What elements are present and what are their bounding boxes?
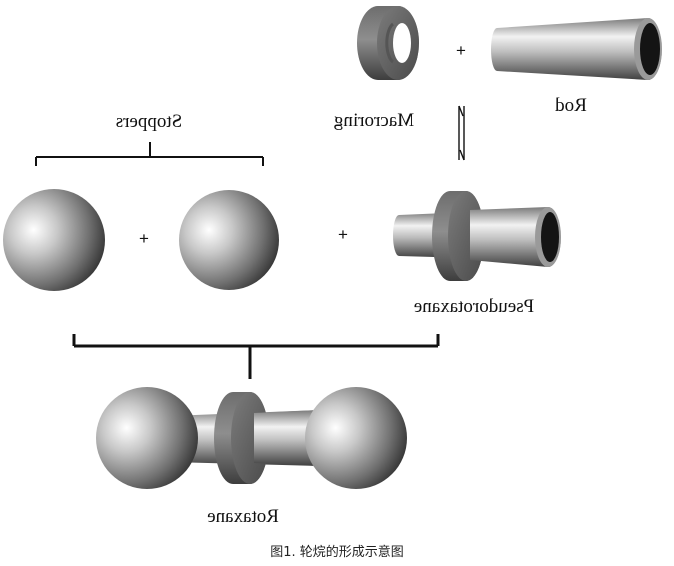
stopper-sphere-left [3,189,105,291]
plus-operator: + [338,225,348,244]
macroring-label: Macroring [333,110,414,131]
pseudorotaxane-icon [393,191,561,281]
rod-label: Rod [555,95,587,116]
figure-caption: 图1. 轮烷的形成示意图 [270,544,404,560]
rod-icon [491,18,662,80]
rotaxane-label: Rotaxane [207,506,279,527]
equilibrium-arrows [458,105,465,161]
plus-operator: + [139,229,149,248]
pseudorotaxane-label: Pseudorotaxane [414,296,534,317]
macroring-icon [357,6,419,80]
plus-operator: + [456,41,466,60]
stopper-sphere-right [179,190,279,290]
rotaxane-icon [96,387,407,489]
assembly-bracket [72,334,440,379]
stoppers-label: Stoppers [116,111,183,132]
stoppers-bracket [35,142,264,166]
